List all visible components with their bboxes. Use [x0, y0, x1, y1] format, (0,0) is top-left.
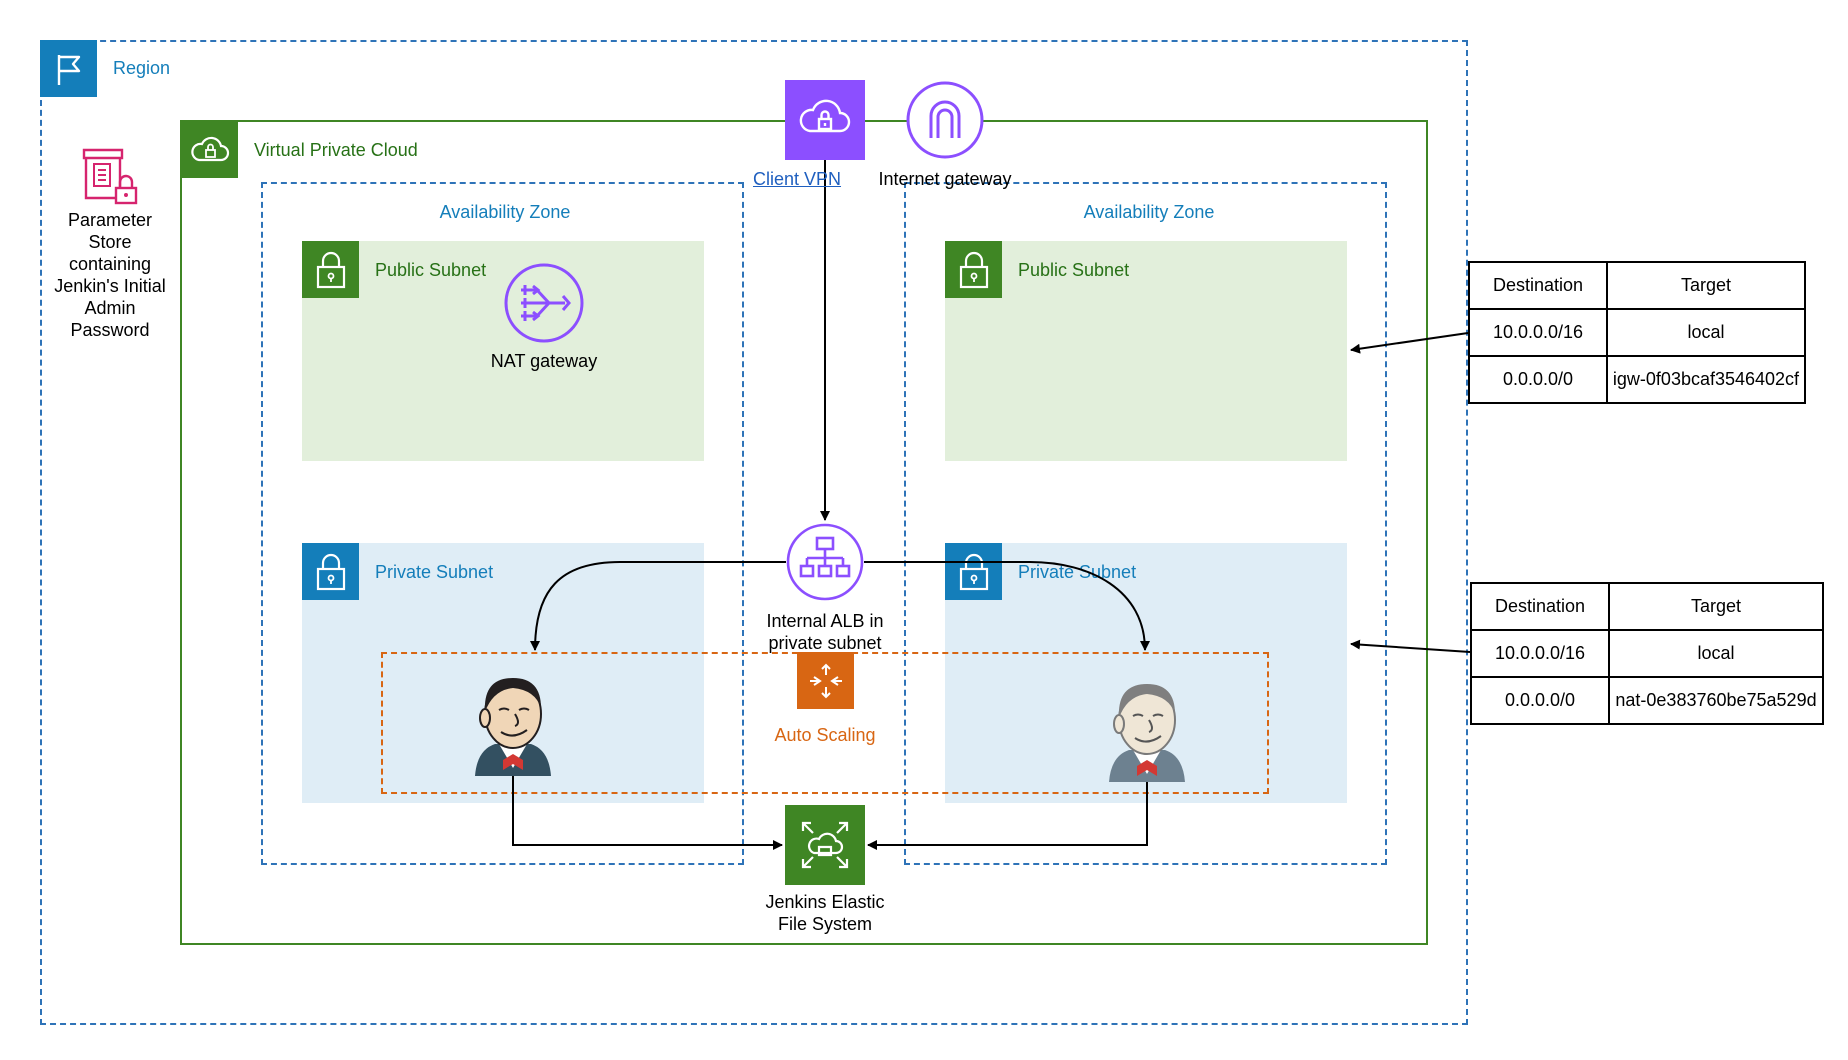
efs-icon — [785, 805, 865, 885]
nat-gateway-icon — [503, 262, 585, 344]
subnet-lock-icon — [945, 543, 1002, 600]
auto-scaling-label: Auto Scaling — [774, 725, 876, 745]
internet-gateway-label: Internet gateway — [878, 169, 1012, 189]
route-destination: 0.0.0.0/0 — [1470, 676, 1610, 725]
subnet-lock-icon — [945, 241, 1002, 298]
route-table-header: Target — [1606, 261, 1806, 310]
alb-icon — [785, 522, 865, 602]
table-row: 0.0.0.0/0 igw-0f03bcaf3546402cf — [1468, 355, 1806, 404]
availability-zone-left — [261, 182, 744, 865]
vpc-label: Virtual Private Cloud — [254, 140, 418, 160]
route-destination: 0.0.0.0/0 — [1468, 355, 1608, 404]
route-table-public-arrow — [1350, 332, 1469, 354]
route-target: nat-0e383760be75a529d — [1608, 676, 1824, 725]
route-destination: 10.0.0.0/16 — [1468, 308, 1608, 357]
subnet-lock-icon — [302, 241, 359, 298]
client-vpn-label: Client VPN — [752, 169, 842, 189]
client-vpn-icon — [785, 80, 865, 160]
table-row: 0.0.0.0/0 nat-0e383760be75a529d — [1470, 676, 1824, 725]
region-flag-icon — [40, 40, 97, 97]
parameter-store-icon — [78, 142, 142, 206]
jenkins-right-to-efs-arrow — [867, 782, 1148, 850]
region-label: Region — [113, 58, 171, 78]
alb-label: Internal ALB in private subnet — [766, 611, 884, 653]
private-subnet-right-label: Private Subnet — [1018, 562, 1137, 582]
route-table-header: Destination — [1468, 261, 1608, 310]
availability-zone-right — [904, 182, 1387, 865]
jenkins-icon — [1103, 678, 1191, 782]
route-table-private-arrow — [1350, 639, 1471, 653]
public-subnet-left — [302, 241, 704, 461]
route-table-header: Destination — [1470, 582, 1610, 631]
public-subnet-left-label: Public Subnet — [375, 260, 487, 280]
route-destination: 10.0.0.0/16 — [1470, 629, 1610, 678]
internet-gateway-icon — [905, 80, 985, 160]
jenkins-icon — [469, 672, 557, 776]
table-row: 10.0.0.0/16 local — [1468, 308, 1806, 357]
alb-to-jenkins-left-arrow — [530, 561, 786, 651]
route-target: local — [1606, 308, 1806, 357]
route-table-public: Destination Target 10.0.0.0/16 local 0.0… — [1468, 261, 1806, 404]
route-target: local — [1608, 629, 1824, 678]
route-target: igw-0f03bcaf3546402cf — [1606, 355, 1806, 404]
public-subnet-right-label: Public Subnet — [1018, 260, 1130, 280]
availability-zone-left-label: Availability Zone — [439, 202, 571, 222]
auto-scaling-icon — [797, 652, 854, 709]
route-table-private: Destination Target 10.0.0.0/16 local 0.0… — [1470, 582, 1824, 725]
table-row: 10.0.0.0/16 local — [1470, 629, 1824, 678]
region-boundary — [40, 40, 1468, 1025]
route-table-header: Target — [1608, 582, 1824, 631]
alb-to-jenkins-right-arrow — [864, 561, 1150, 651]
subnet-lock-icon — [302, 543, 359, 600]
parameter-store-label: Parameter Store containing Jenkin's Init… — [54, 210, 166, 340]
efs-label: Jenkins Elastic File System — [765, 892, 885, 934]
availability-zone-right-label: Availability Zone — [1083, 202, 1215, 222]
public-subnet-right — [945, 241, 1347, 461]
nat-gateway-label: NAT gateway — [490, 351, 598, 371]
vpc-cloud-icon — [181, 121, 238, 178]
private-subnet-left-label: Private Subnet — [375, 562, 494, 582]
jenkins-left-to-efs-arrow — [512, 776, 783, 850]
